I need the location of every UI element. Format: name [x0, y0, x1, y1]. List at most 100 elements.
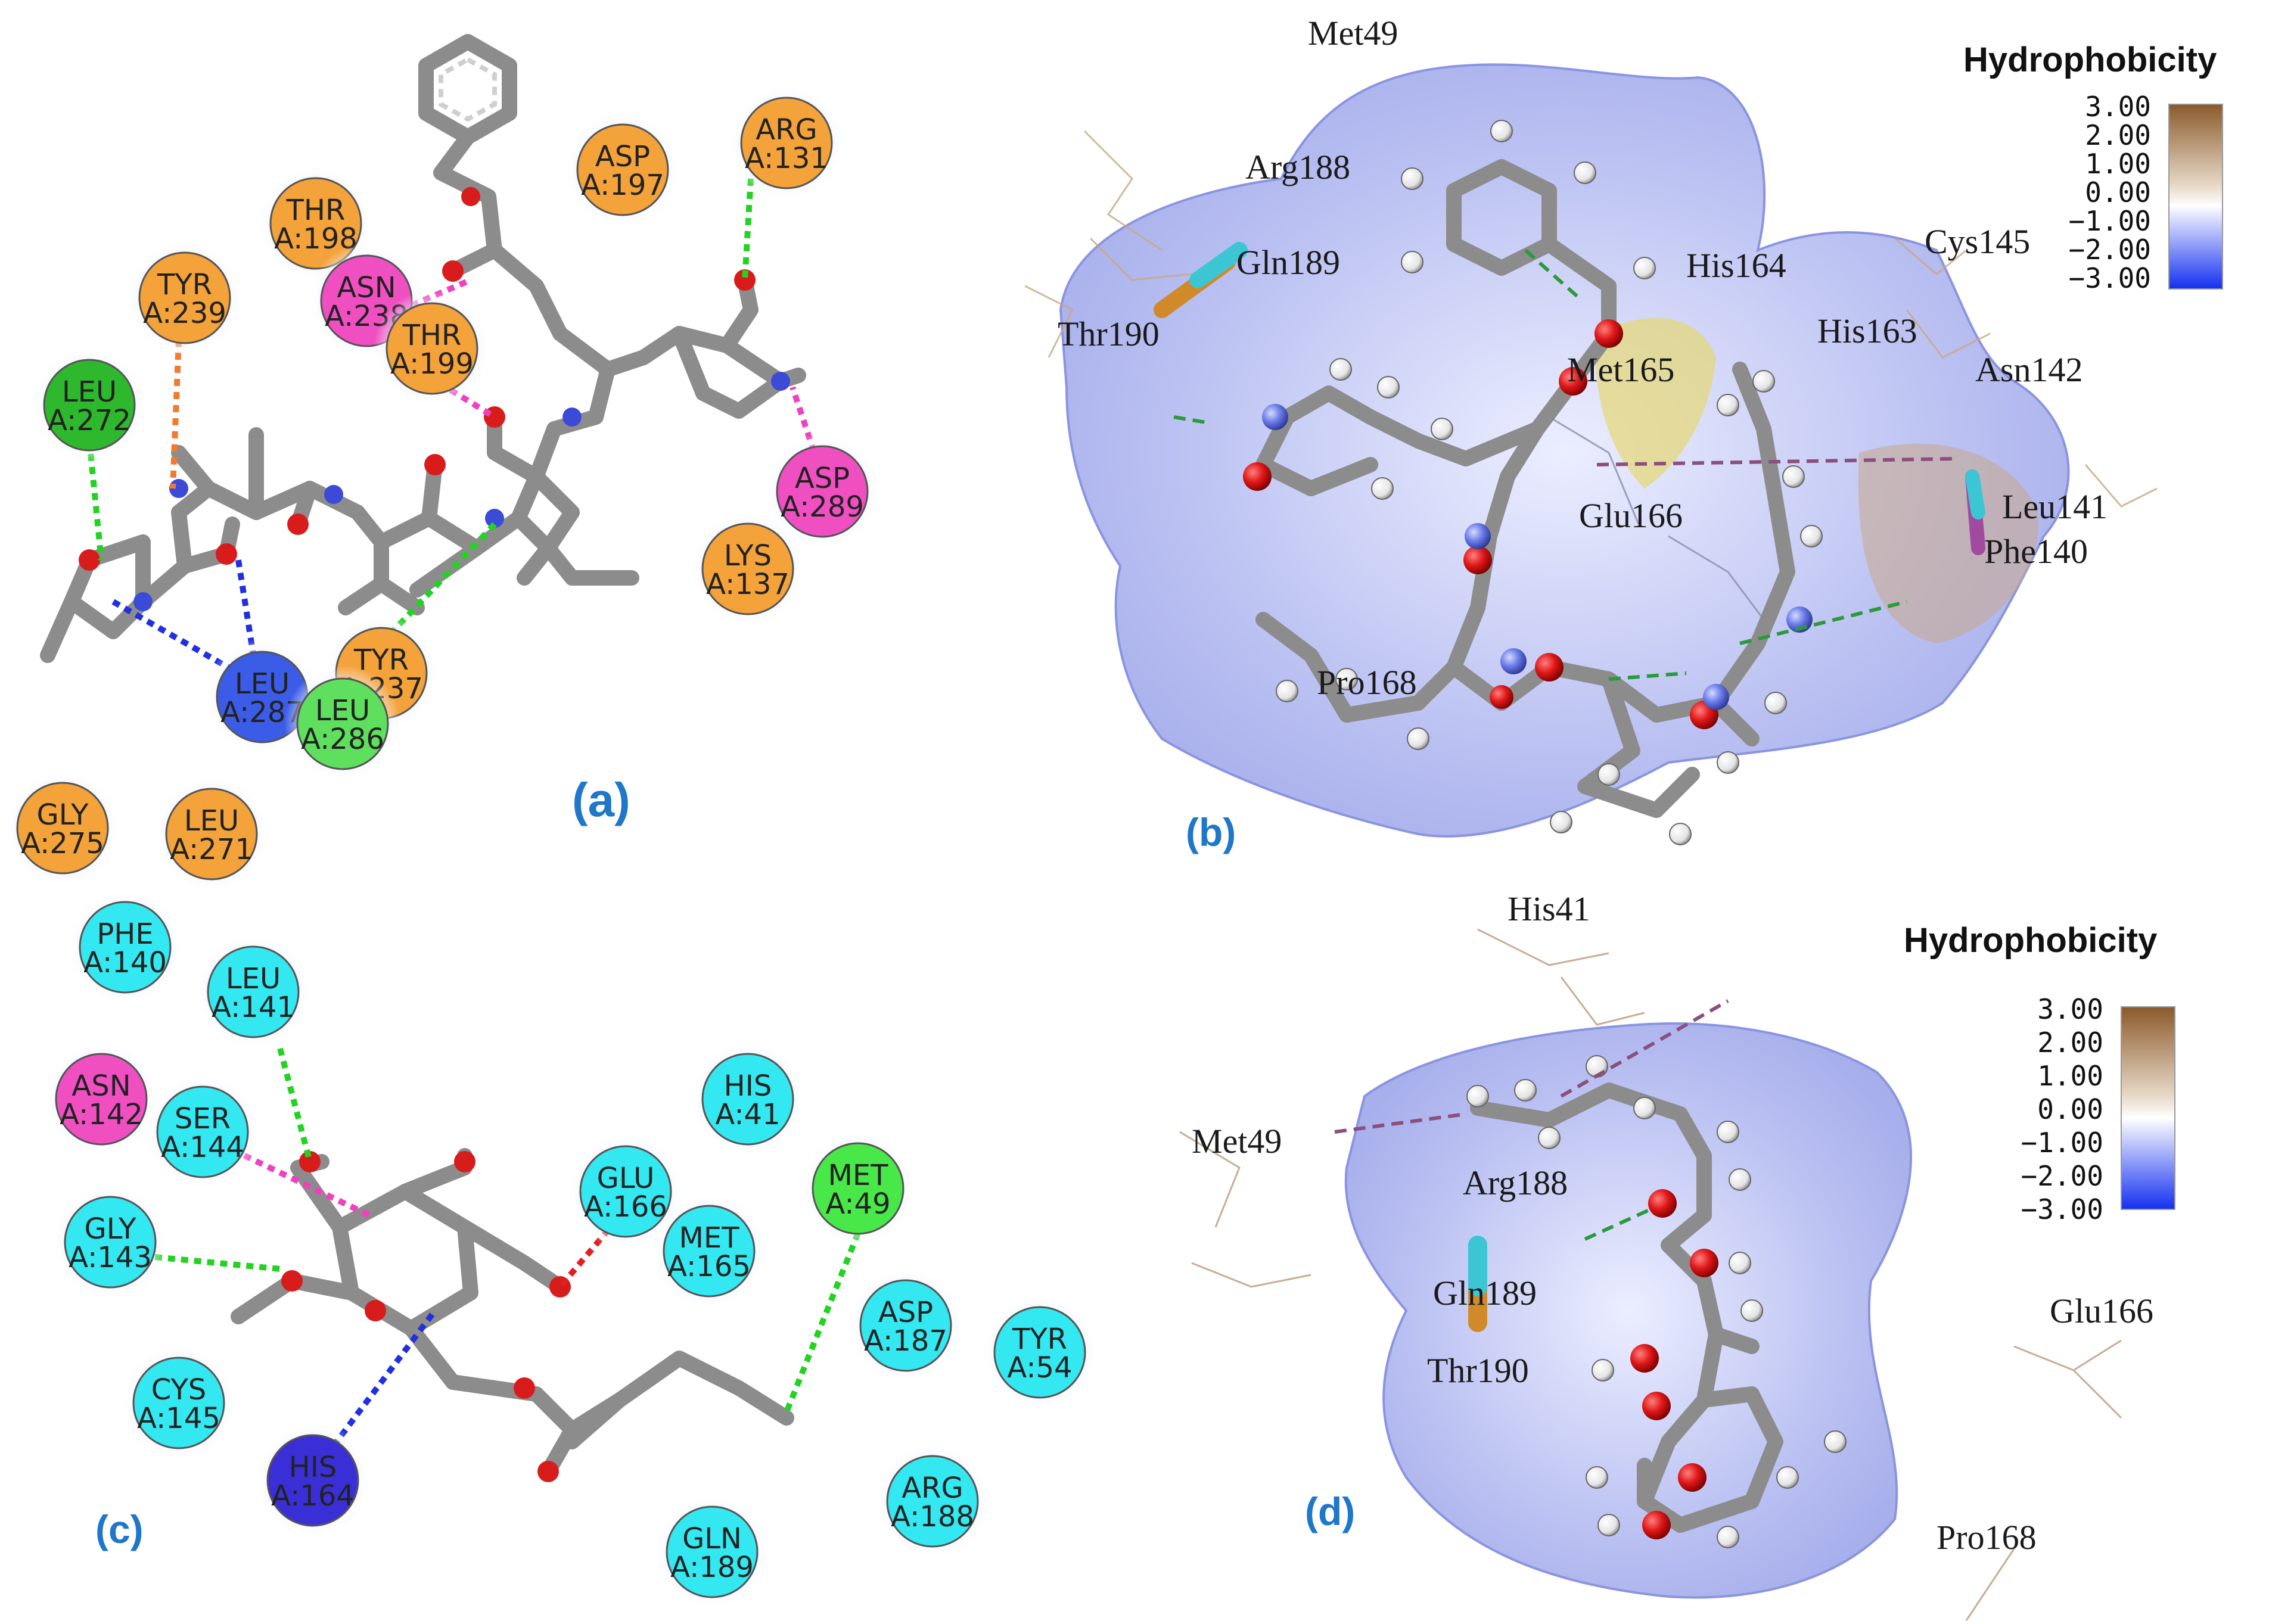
- residue-name: MET: [679, 1221, 739, 1255]
- residue-id: A:271: [170, 833, 253, 866]
- panel-b-residue-labels: Met49Arg188Gln189Thr190His164Cys145His16…: [1058, 14, 2108, 702]
- residue-disc: [165, 788, 258, 881]
- residue-disc: [266, 1434, 359, 1527]
- residue-name: ASN: [337, 271, 396, 304]
- panel-d-legend-title: Hydrophobicity: [1904, 921, 2157, 960]
- panel-b-legend-title: Hydrophobicity: [1963, 41, 2217, 79]
- panel-b-label: (b): [1186, 810, 1236, 854]
- residue-label-glu166: Glu166: [1579, 496, 1683, 535]
- residue-disc: [43, 359, 136, 452]
- residue-name: GLY: [85, 1212, 137, 1246]
- residue-id: A:199: [390, 347, 474, 381]
- residue-name: GLY: [37, 798, 89, 832]
- residue-label-glu166: Glu166: [2050, 1292, 2153, 1330]
- residue-disc: [776, 445, 869, 538]
- residue-disc: [579, 1145, 672, 1238]
- residue-id: A:142: [60, 1098, 143, 1131]
- residue-label-his164: His164: [1686, 246, 1786, 285]
- residue-disc: [740, 97, 833, 189]
- legend-tick: 1.00: [2085, 148, 2151, 180]
- residue-name: ASP: [878, 1296, 933, 1329]
- panel-d-label: (d): [1305, 1489, 1355, 1533]
- panel-d: His41Met49Arg188Gln189Thr190Glu166Pro168…: [1179, 889, 2175, 1621]
- legend-tick: 2.00: [2037, 1026, 2103, 1059]
- residue-id: A:165: [667, 1250, 751, 1283]
- residue-id: A:197: [581, 169, 664, 202]
- residue-name: HIS: [724, 1069, 772, 1103]
- legend-tick: 3.00: [2037, 993, 2103, 1025]
- panel-d-color-bar: [2121, 1006, 2175, 1210]
- residue-label-met49: Met49: [1308, 14, 1398, 52]
- legend-tick: −3.00: [2069, 262, 2151, 294]
- panel-b: Met49Arg188Gln189Thr190His164Cys145His16…: [1024, 14, 2223, 854]
- residue-label-arg188: Arg188: [1463, 1163, 1568, 1202]
- panel-d-wire-residues: [1179, 928, 2122, 1621]
- residue-label-pro168: Pro168: [1937, 1518, 2037, 1557]
- residue-id: A:166: [584, 1190, 667, 1224]
- residue-disc: [386, 302, 478, 395]
- residue-id: A:239: [143, 297, 226, 330]
- residue-id: A:49: [825, 1187, 890, 1221]
- residue-name: ASN: [72, 1069, 130, 1103]
- residue-disc: [859, 1279, 952, 1372]
- residue-label-thr190: Thr190: [1427, 1351, 1529, 1390]
- legend-tick: 1.00: [2037, 1060, 2103, 1092]
- residue-name: LEU: [315, 694, 370, 727]
- residue-label-his41: His41: [1508, 889, 1590, 928]
- residue-id: A:131: [745, 142, 828, 175]
- residue-name: LEU: [226, 962, 281, 995]
- panel-d-hydrophobicity-legend: Hydrophobicity 3.002.001.000.00−1.00−2.0…: [1904, 921, 2175, 1225]
- panel-b-wire-residues: [1024, 130, 2158, 620]
- residue-label-thr190: Thr190: [1058, 315, 1160, 353]
- residue-disc: [138, 251, 231, 344]
- legend-tick: −2.00: [2069, 234, 2151, 266]
- residue-id: A:187: [864, 1324, 947, 1358]
- legend-tick: −2.00: [2021, 1160, 2103, 1192]
- residue-label-cys145: Cys145: [1925, 222, 2030, 261]
- residue-label-met165: Met165: [1567, 350, 1674, 389]
- residue-label-gln189: Gln189: [1236, 243, 1340, 282]
- residue-id: A:141: [212, 991, 295, 1024]
- residue-id: A:140: [83, 946, 167, 979]
- residue-label-met49: Met49: [1192, 1122, 1282, 1161]
- residue-name: THR: [286, 194, 346, 227]
- residue-name: CYS: [151, 1373, 206, 1407]
- residue-name: ASP: [795, 462, 850, 495]
- residue-name: HIS: [289, 1451, 337, 1484]
- residue-disc: [576, 123, 669, 216]
- residue-disc: [156, 1085, 249, 1178]
- residue-id: A:145: [137, 1402, 220, 1435]
- residue-disc: [64, 1196, 157, 1289]
- residue-name: MET: [828, 1159, 888, 1192]
- residue-name: PHE: [97, 917, 153, 951]
- residue-disc: [812, 1142, 905, 1235]
- residue-label-leu141: Leu141: [2002, 487, 2108, 526]
- residue-name: ASP: [595, 140, 650, 173]
- residue-id: A:41: [715, 1098, 780, 1131]
- residue-name: LYS: [724, 539, 772, 573]
- legend-tick: 3.00: [2085, 91, 2151, 123]
- residue-disc: [701, 522, 794, 615]
- residue-name: LEU: [184, 804, 239, 838]
- panel-b-stick-thr190: [1154, 242, 1248, 318]
- residue-name: GLU: [597, 1162, 655, 1195]
- legend-tick: 2.00: [2085, 119, 2151, 151]
